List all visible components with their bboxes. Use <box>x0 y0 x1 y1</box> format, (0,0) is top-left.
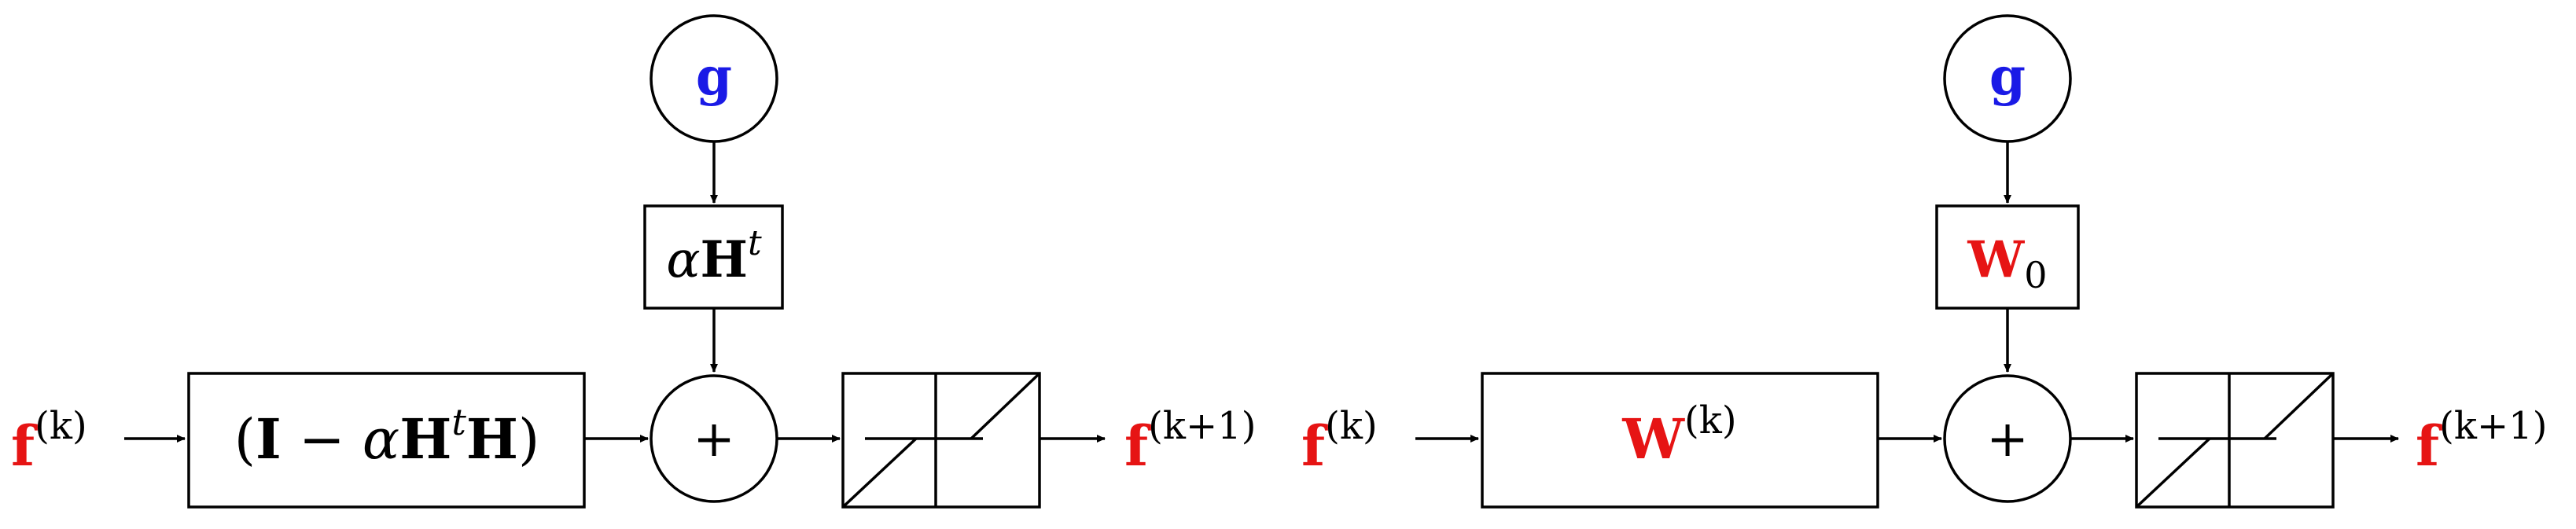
left-g-label: g <box>696 46 732 107</box>
right-diagram <box>1415 14 2399 509</box>
right-relu-symbol <box>2135 372 2335 509</box>
right-sum-label: + <box>1986 410 2029 468</box>
right-output-label: f(k+1) <box>2416 404 2547 479</box>
right-relu-block <box>2135 372 2335 509</box>
right-main-label: W(k) <box>1621 399 1736 472</box>
left-input-label: f(k) <box>11 404 87 479</box>
left-gain-label: αHt <box>666 223 762 289</box>
right-main-block <box>1481 372 1879 509</box>
right-g-label: g <box>1989 46 2026 107</box>
left-main-label: (I − αHtH) <box>234 401 540 472</box>
left-main-block <box>187 372 586 509</box>
right-input-label: f(k) <box>1301 404 1378 479</box>
left-relu-block <box>841 372 1041 509</box>
left-output-label: f(k+1) <box>1124 404 1256 479</box>
left-diagram <box>124 14 1106 509</box>
right-gain-label: W0 <box>1967 230 2047 296</box>
left-relu-symbol <box>841 372 1041 509</box>
left-sum-label: + <box>693 410 735 468</box>
